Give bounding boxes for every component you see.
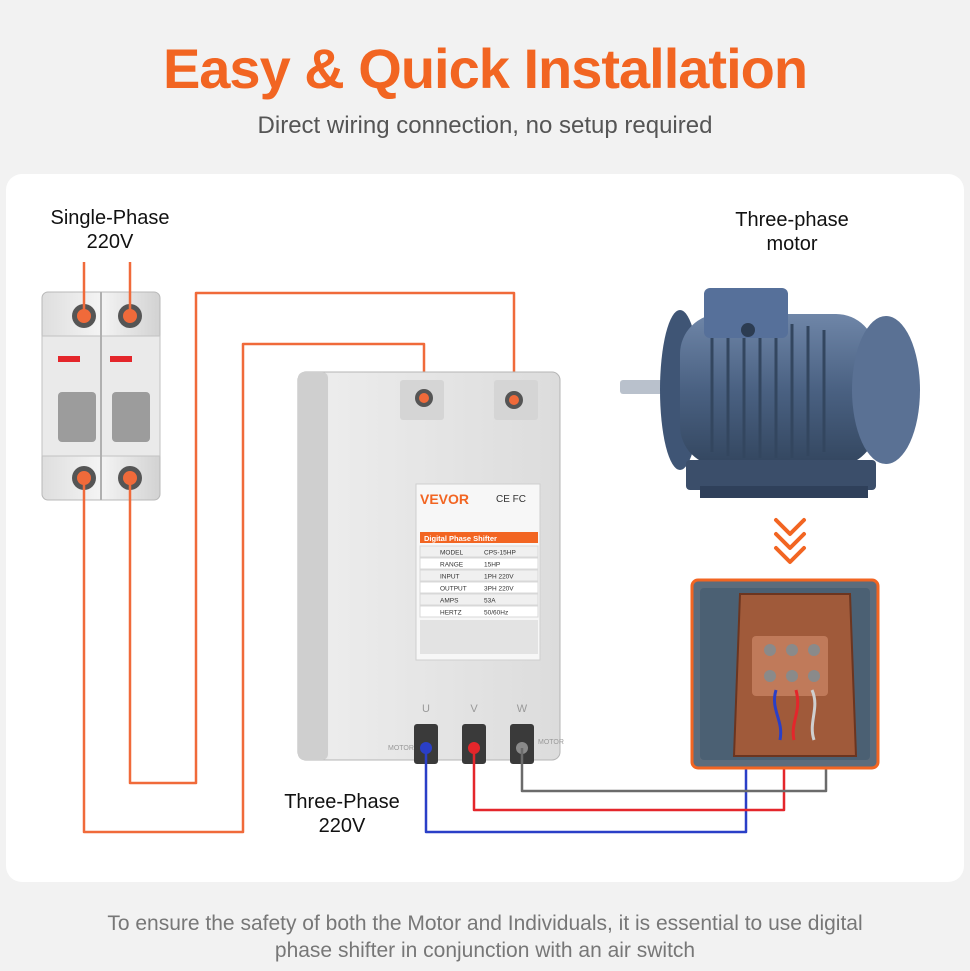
spec-key: OUTPUT — [440, 586, 467, 593]
spec-key: HERTZ — [440, 610, 462, 617]
side-label-left: MOTOR — [388, 745, 414, 752]
air-switch-breaker — [41, 291, 161, 501]
page-title: Easy & Quick Installation — [162, 37, 808, 100]
spec-row — [419, 593, 539, 606]
input-wires — [82, 262, 516, 834]
spec-row — [419, 605, 539, 618]
spec-key: RANGE — [440, 562, 464, 569]
spec-value: 53A — [484, 598, 496, 605]
spec-value: 15HP — [484, 562, 500, 569]
digital-phase-shifter: VEVOR CE FC Digital Phase Shifter MODEL C… — [297, 371, 564, 764]
spec-row — [419, 557, 539, 570]
spec-key: MODEL — [440, 550, 464, 557]
spec-row — [419, 545, 539, 558]
terminal-label-u: U — [422, 703, 430, 715]
side-label-right: MOTOR — [538, 739, 564, 746]
spec-value: 1PH 220V — [484, 574, 514, 581]
motor-label-line2: motor — [766, 233, 818, 255]
spec-value: 50/60Hz — [484, 610, 508, 617]
source-label-line2: 220V — [86, 231, 134, 253]
output-label-line2: 220V — [318, 815, 366, 837]
motor-terminal-box — [690, 578, 880, 770]
spec-key: INPUT — [440, 574, 460, 581]
page-subtitle: Direct wiring connection, no setup requi… — [257, 112, 713, 139]
three-phase-motor — [620, 288, 920, 498]
safety-note-line2: phase shifter in conjunction with an air… — [274, 939, 696, 962]
spec-row — [419, 569, 539, 582]
cert-marks: CE FC — [496, 494, 526, 505]
terminal-label-w: W — [517, 703, 528, 715]
brand-logo: VEVOR — [420, 491, 469, 507]
source-label-line1: Single-Phase — [50, 207, 170, 229]
panel-title: Digital Phase Shifter — [424, 534, 497, 543]
spec-value: CPS-15HP — [484, 550, 516, 557]
safety-note: To ensure the safety of both the Motor a… — [40, 910, 930, 964]
spec-value: 3PH 220V — [484, 586, 514, 593]
output-label-line1: Three-Phase — [284, 791, 400, 813]
output-wires — [424, 748, 828, 834]
spec-table: MODEL CPS-15HP RANGE 15HP INPUT 1PH 220V OUTPU… — [419, 545, 539, 618]
motor-label-line1: Three-phase — [735, 209, 849, 231]
terminal-label-v: V — [470, 703, 478, 715]
spec-row — [419, 581, 539, 594]
chevron-down-icon — [774, 518, 806, 564]
output-terminals: U V W MOTOR MOTOR — [388, 703, 564, 764]
safety-note-line1: To ensure the safety of both the Motor a… — [107, 912, 863, 935]
spec-key: AMPS — [440, 598, 459, 605]
